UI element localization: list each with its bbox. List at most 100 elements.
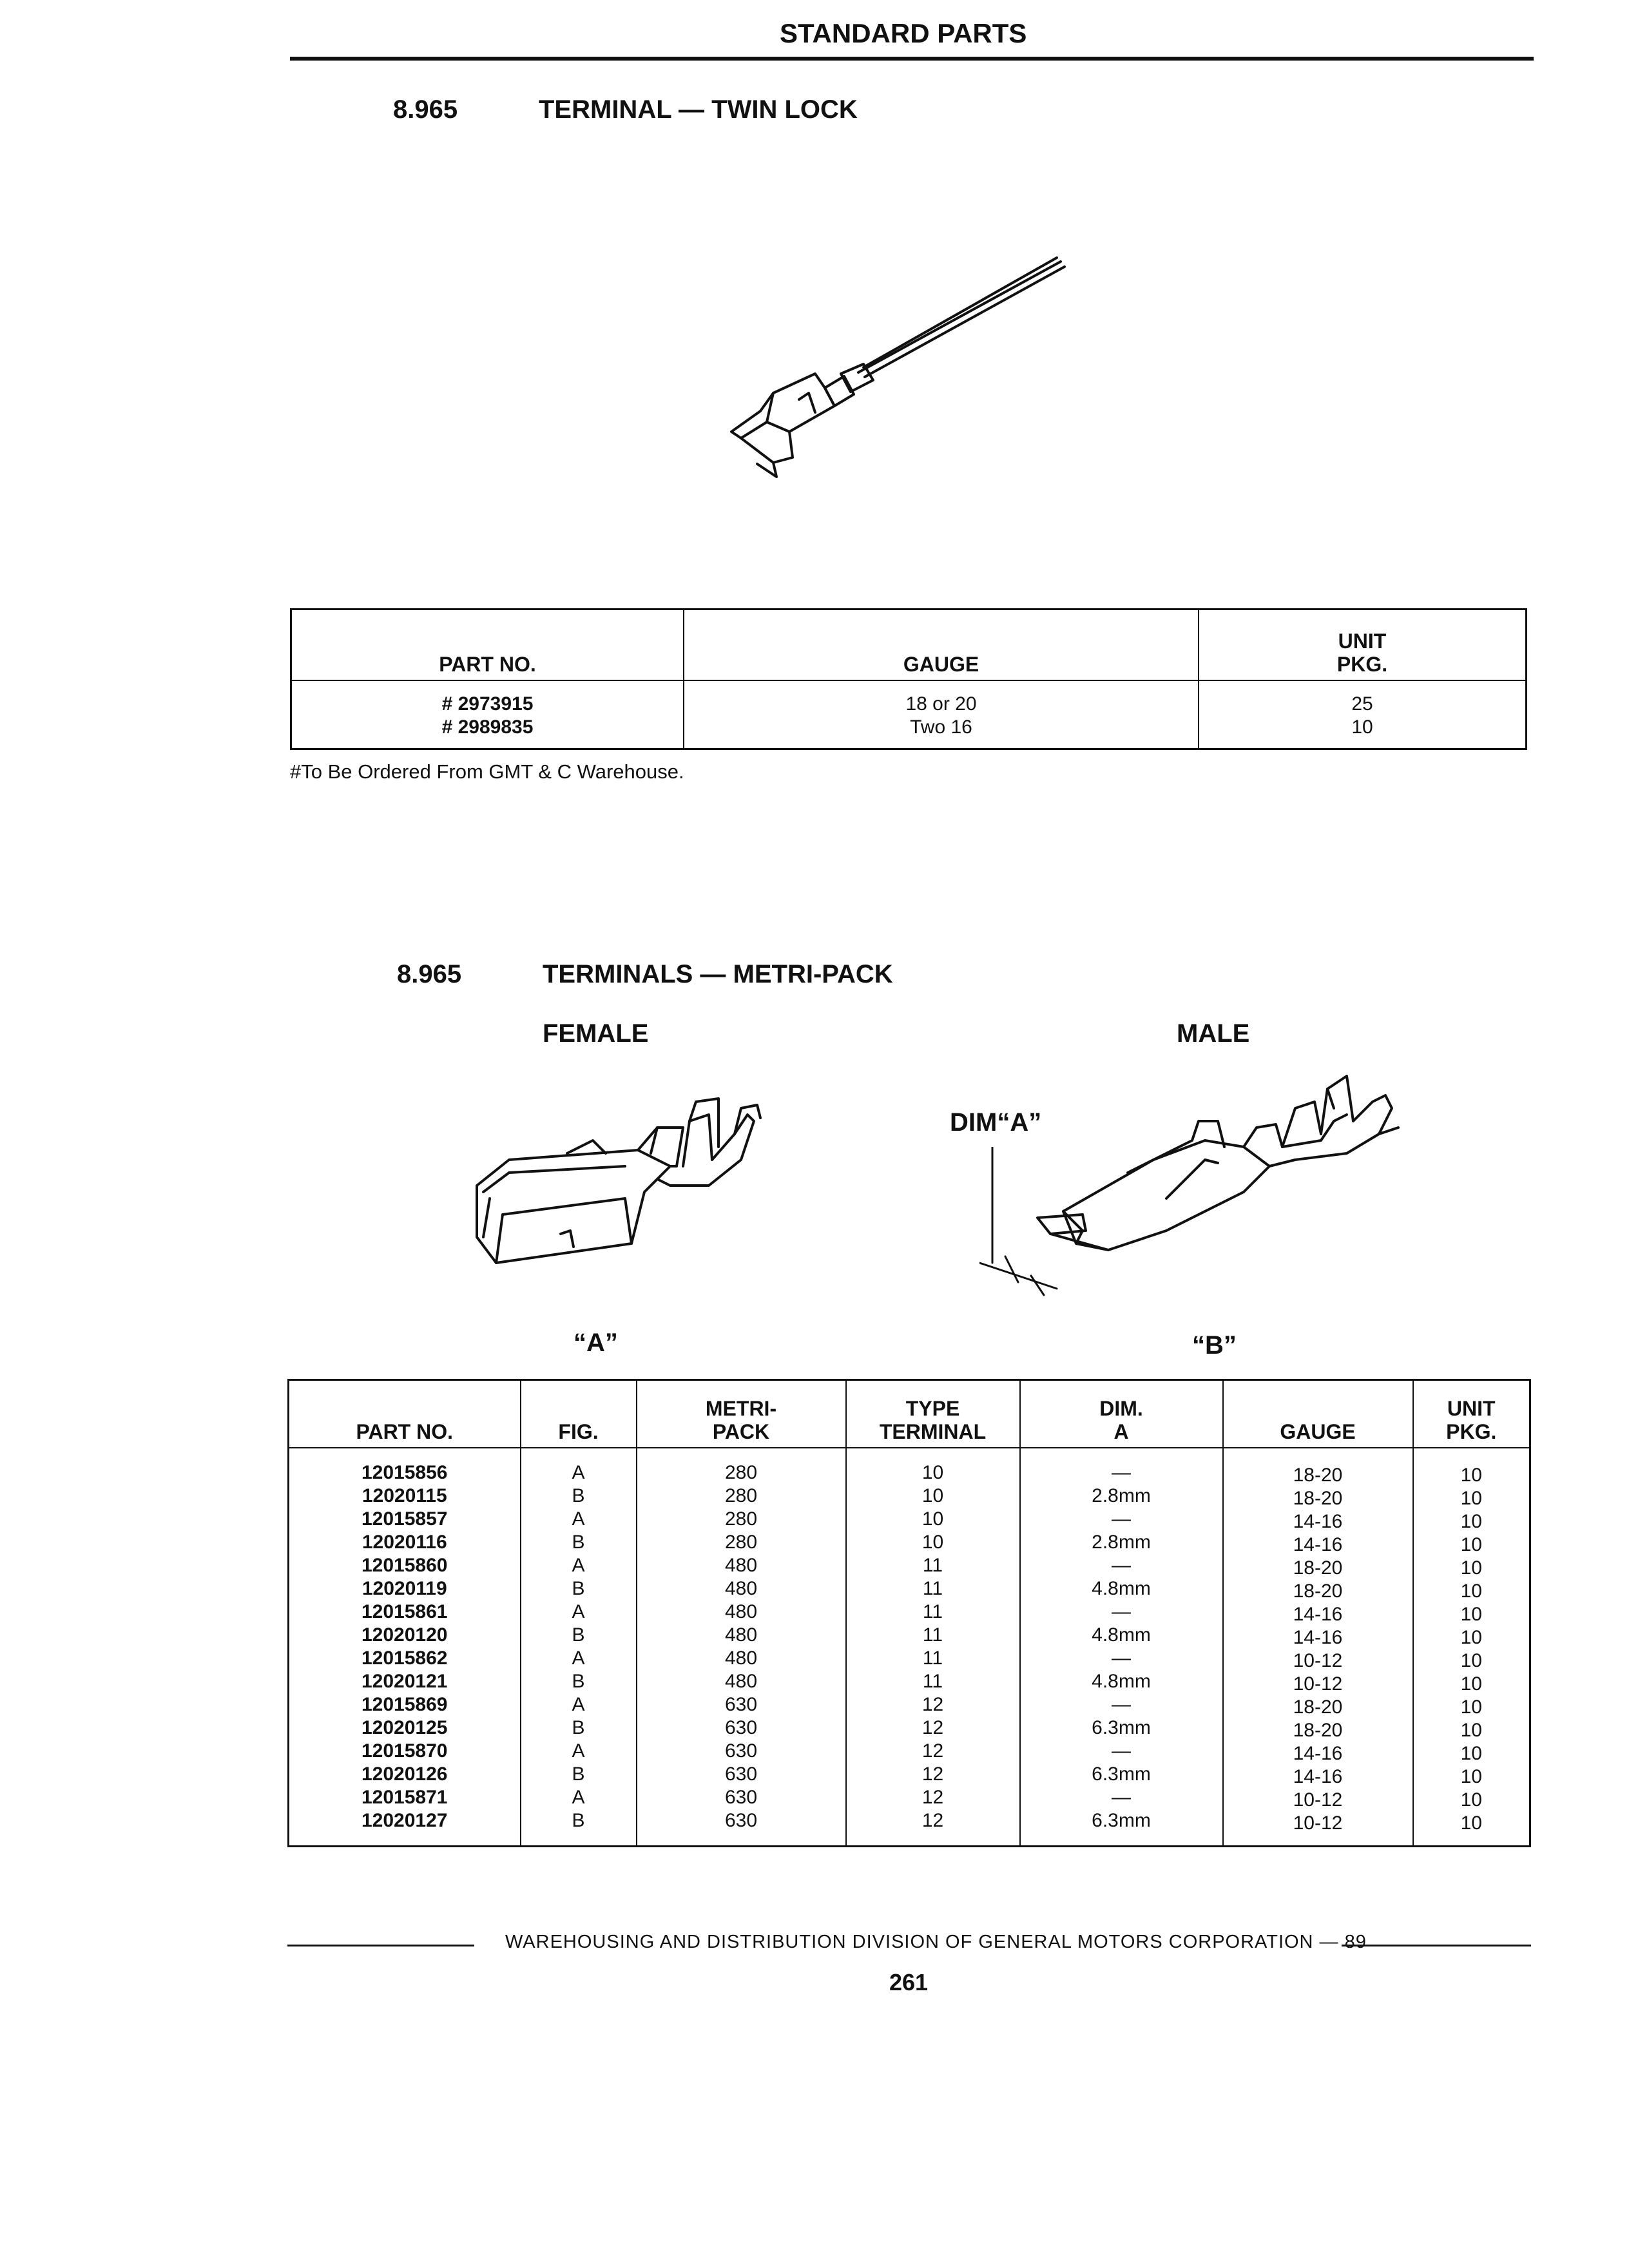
table-cell-type-terminal: 10 (921, 1531, 944, 1553)
table-cell-type-terminal: 10 (921, 1461, 944, 1483)
table-cell-unit-pkg: 10 (1460, 1812, 1482, 1834)
table-cell-part-no: 12015862 (361, 1647, 448, 1669)
table-cell-fig: B (572, 1577, 585, 1599)
page-number: 261 (889, 1969, 929, 1995)
table-cell-unit-pkg: 10 (1460, 1487, 1482, 1509)
table-cell-part-no: 12015857 (361, 1508, 448, 1530)
footer-rule-right (1342, 1945, 1531, 1946)
table-cell-part-no: 12015860 (361, 1554, 448, 1576)
table-cell-type-terminal: 12 (921, 1809, 944, 1831)
header-gauge: GAUGE (1222, 1379, 1413, 1448)
table-cell-part-no: 12020126 (361, 1763, 448, 1785)
table-cell-type-terminal: 11 (922, 1624, 943, 1646)
table-cell-type-terminal: 12 (921, 1786, 944, 1808)
table-cell-unit-pkg: 10 (1460, 1649, 1482, 1671)
header-part-no: PART NO. (291, 609, 684, 681)
header-fig: FIG. (519, 1379, 637, 1448)
table-cell-metri-pack: 630 (724, 1740, 758, 1762)
table-cell-type-terminal: 10 (921, 1508, 944, 1530)
table-cell-part-no: 12020125 (361, 1716, 448, 1738)
page-header-title: STANDARD PARTS (780, 18, 1027, 48)
table-cell-fig: B (572, 1485, 585, 1506)
table-cell-gauge: 10-12 (1293, 1673, 1343, 1695)
table-cell-unit-pkg: 10 (1460, 1626, 1482, 1648)
table-cell-fig: B (572, 1763, 585, 1785)
table-cell-dim-a: — (1112, 1600, 1131, 1622)
table-cell-gauge: 14-16 (1293, 1742, 1343, 1764)
figure-b-caption: “B” (1192, 1331, 1237, 1360)
twin-lock-terminal-illustration (730, 256, 1066, 478)
table-cell-dim-a: — (1112, 1786, 1131, 1808)
header-rule (290, 57, 1534, 61)
header-metri-pack: METRI-PACK (635, 1379, 846, 1448)
table-cell-gauge: 18-20 (1293, 1464, 1343, 1486)
table-cell-dim-a: 2.8mm (1092, 1531, 1151, 1553)
female-label: FEMALE (543, 1019, 649, 1048)
table-cell-metri-pack: 630 (724, 1786, 758, 1808)
table-cell-type-terminal: 11 (922, 1647, 943, 1669)
table-cell-fig: B (572, 1531, 585, 1553)
figure-a-caption: “A” (574, 1329, 618, 1357)
table-cell-type-terminal: 11 (922, 1600, 943, 1622)
table-cell-unit-pkg: 10 (1460, 1742, 1482, 1764)
gauge-cell: Two 16 (683, 715, 1199, 749)
table-cell-unit-pkg: 10 (1460, 1557, 1482, 1579)
table-cell-dim-a: 6.3mm (1092, 1809, 1151, 1831)
table-cell-dim-a: — (1112, 1461, 1131, 1483)
table-cell-part-no: 12020116 (361, 1531, 447, 1553)
dim-a-label: DIM“A” (950, 1108, 1042, 1137)
table-cell-gauge: 14-16 (1293, 1626, 1343, 1648)
gauge-cell: 18 or 20 (683, 680, 1199, 716)
table-cell-metri-pack: 480 (724, 1647, 758, 1669)
table-cell-unit-pkg: 10 (1460, 1464, 1482, 1486)
table-cell-dim-a: — (1112, 1693, 1131, 1715)
table-cell-metri-pack: 280 (724, 1461, 758, 1483)
table-cell-fig: A (572, 1693, 585, 1715)
table-cell-part-no: 12015856 (361, 1461, 448, 1483)
table-cell-gauge: 18-20 (1293, 1719, 1343, 1741)
table-cell-dim-a: — (1112, 1554, 1131, 1576)
section2-title: TERMINALS — METRI-PACK (543, 960, 893, 988)
header-dim-a: DIM.A (1019, 1379, 1223, 1448)
table-cell-fig: A (572, 1554, 585, 1576)
table-cell-metri-pack: 480 (724, 1624, 758, 1646)
male-label: MALE (1177, 1019, 1250, 1048)
footer-rule-left (287, 1945, 474, 1946)
table-cell-metri-pack: 630 (724, 1716, 758, 1738)
table-cell-fig: B (572, 1670, 585, 1692)
table-cell-dim-a: 4.8mm (1092, 1670, 1151, 1692)
table-cell-part-no: 12020120 (361, 1624, 448, 1646)
section2-number: 8.965 (397, 960, 462, 988)
table-cell-metri-pack: 480 (724, 1554, 758, 1576)
header-part-no: PART NO. (288, 1379, 521, 1448)
table-cell-type-terminal: 12 (921, 1716, 944, 1738)
unit-pkg-cell: 10 (1198, 715, 1527, 749)
table-cell-gauge: 14-16 (1293, 1603, 1343, 1625)
table-cell-type-terminal: 10 (921, 1485, 944, 1506)
dim-a-column: —2.8mm—2.8mm—4.8mm—4.8mm—4.8mm—6.3mm—6.3… (1019, 1447, 1223, 1846)
dim-a-leader (979, 1147, 1058, 1296)
table-cell-dim-a: 6.3mm (1092, 1763, 1151, 1785)
table-cell-unit-pkg: 10 (1460, 1580, 1482, 1602)
table-row: # 2989835 Two 16 10 (291, 715, 1527, 749)
table-cell-type-terminal: 12 (921, 1740, 944, 1762)
table-cell-unit-pkg: 10 (1460, 1765, 1482, 1787)
table-cell-gauge: 10-12 (1293, 1812, 1343, 1834)
part-no-cell: # 2973915 (441, 693, 534, 715)
table-cell-gauge: 18-20 (1293, 1696, 1343, 1718)
table-cell-fig: B (572, 1809, 585, 1831)
table-cell-type-terminal: 11 (922, 1554, 943, 1576)
table-cell-metri-pack: 630 (724, 1763, 758, 1785)
table-cell-fig: A (572, 1740, 585, 1762)
table-cell-metri-pack: 480 (724, 1670, 758, 1692)
table-cell-part-no: 12015861 (361, 1600, 448, 1622)
table-cell-type-terminal: 11 (922, 1670, 943, 1692)
